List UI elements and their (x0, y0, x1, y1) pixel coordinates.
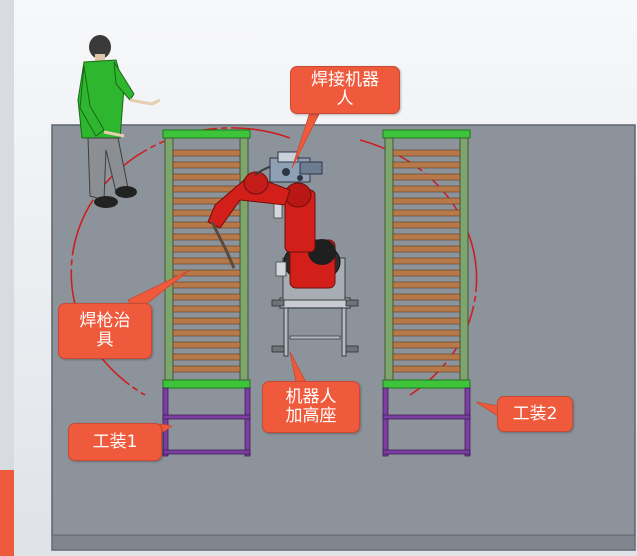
fixture-1-rack (162, 129, 251, 457)
callout-fixture-1: 工装1 (68, 423, 162, 461)
fixture-1-slats (172, 149, 241, 373)
operator-figure (77, 35, 161, 208)
side-accent-bar (0, 470, 14, 556)
callout-fixture-2: 工装2 (497, 396, 573, 432)
fixture-2-rack (382, 129, 471, 457)
welding-robot (207, 151, 341, 289)
callout-welding-robot: 焊接机器 人 (290, 66, 400, 114)
callout-torch-fixture: 焊枪治 具 (58, 303, 152, 359)
callout-robot-base: 机器人 加高座 (262, 381, 360, 433)
reach-circle-right (359, 139, 478, 396)
fixture-2-slats (392, 149, 461, 373)
